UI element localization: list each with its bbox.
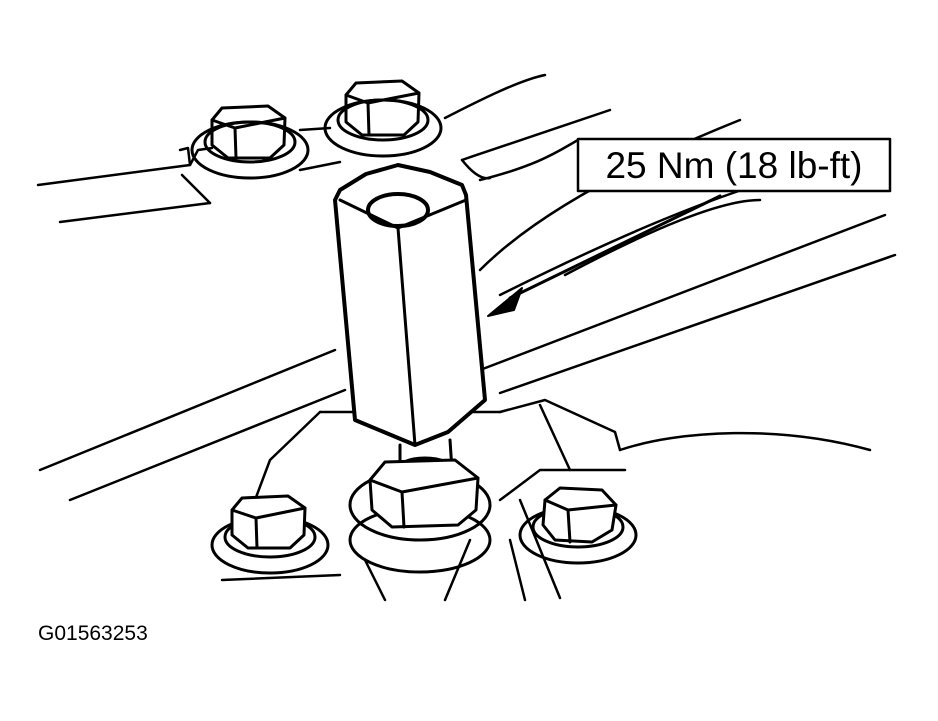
callout-leader-arrow [487,194,722,317]
callout-box [576,137,892,193]
torque-label: 25 Nm (18 lb-ft) [605,145,862,186]
bolt-lower-right [518,486,638,565]
bolt-upper-left [190,104,310,180]
bolt-lower-left [210,494,330,575]
bolt-upper-right [323,79,443,158]
figure-id: G01563253 [38,622,148,645]
hex-socket-tool [333,163,487,447]
torque-callout: 25 Nm (18 lb-ft) [576,137,892,193]
center-stud-and-nut [348,438,492,574]
